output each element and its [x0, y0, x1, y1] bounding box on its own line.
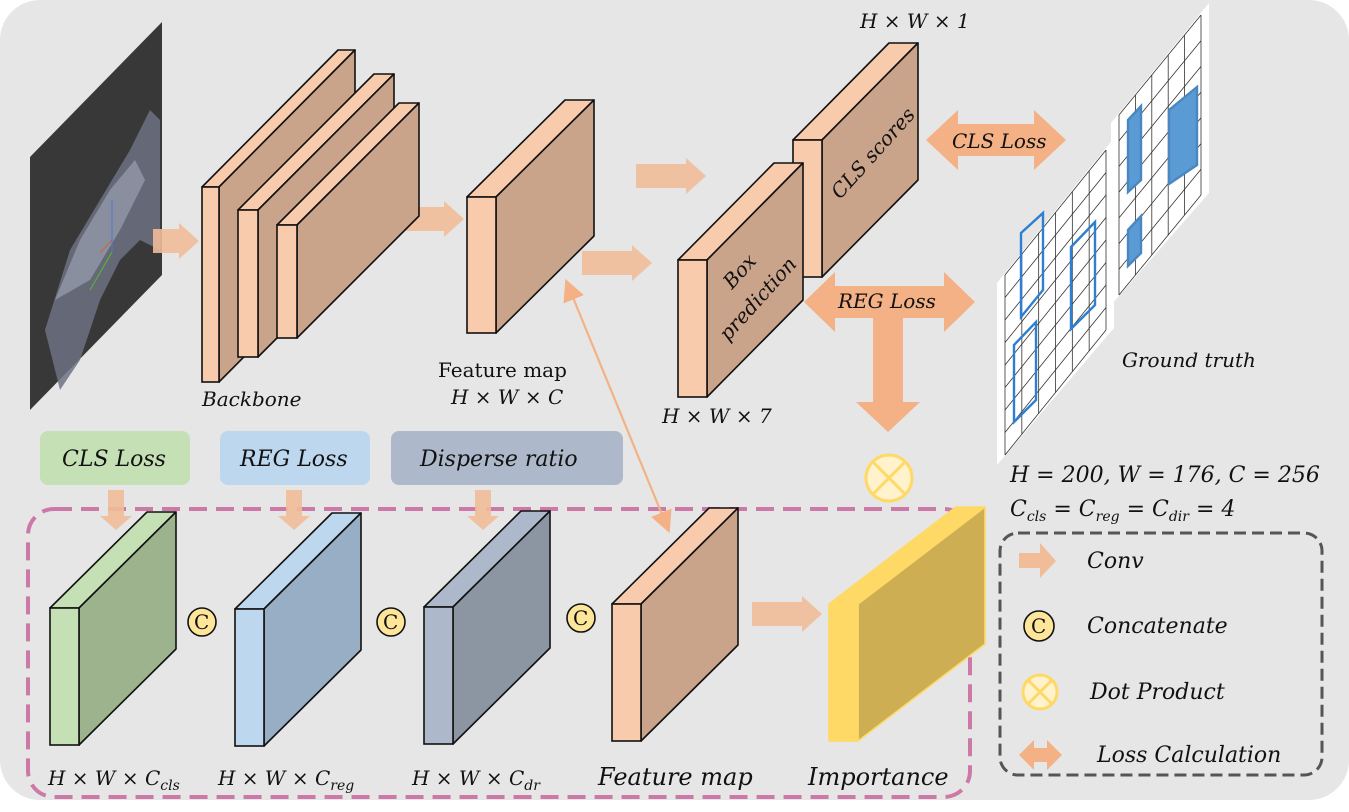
reg-loss-arrow: REG Loss: [804, 272, 975, 432]
dr-block-dims: H × W × Cdr: [411, 766, 541, 794]
bottom-feature-map-label: Feature map: [597, 763, 753, 791]
feature-map-block: [466, 99, 595, 334]
dot-product-icon: [864, 453, 914, 503]
disperse-ratio-input-label: Disperse ratio: [419, 447, 578, 472]
loss-calculation-icon: [1019, 740, 1062, 770]
conv-arrow-to-box: [582, 245, 652, 281]
ground-truth-box: [1126, 212, 1143, 269]
importance-module-border: [26, 507, 972, 799]
legend-dot-product-label: Dot Product: [1089, 680, 1225, 705]
point-cloud-image: [30, 22, 162, 410]
ground-truth-box: [1167, 84, 1199, 187]
feature-map-label: Feature map: [438, 358, 567, 382]
svg-text:C: C: [194, 610, 209, 634]
reg-loss-label: REG Loss: [837, 289, 936, 313]
conv-arrow-reg-input: [278, 490, 310, 530]
dot-product-legend-icon: [1021, 673, 1059, 711]
reg-loss-input-label: REG Loss: [239, 447, 348, 472]
reg-block-dims: H × W × Creg: [217, 766, 354, 794]
ground-truth-label: Ground truth: [1122, 348, 1256, 372]
legend-item-dot-product: Dot Product: [1021, 673, 1225, 711]
bottom-feature-map-block: [611, 507, 739, 742]
cls-feature-block: [49, 511, 177, 746]
legend-box: [998, 531, 1324, 777]
cls-block-dims: H × W × Ccls: [47, 766, 180, 794]
cls-loss-arrow: CLS Loss: [926, 110, 1066, 170]
backbone-label: Backbone: [201, 387, 302, 411]
svg-text:C: C: [1031, 614, 1046, 638]
cls-loss-label: CLS Loss: [952, 129, 1047, 153]
box-prediction-block: [677, 162, 804, 398]
prediction-grid: [997, 138, 1114, 465]
cls-loss-input-box: CLS Loss: [40, 431, 190, 485]
ground-truth-grid: [1111, 3, 1209, 305]
cls-loss-input-label: CLS Loss: [62, 447, 166, 472]
cls-scores-dims: H × W × 1: [859, 9, 970, 33]
concatenate-icon: C: [376, 607, 406, 637]
conv-arrow-dr-input: [467, 490, 499, 530]
conv-arrow-input: [153, 223, 199, 259]
concatenate-icon: C: [187, 607, 217, 637]
legend-concatenate-label: Concatenate: [1087, 614, 1228, 639]
conv-arrow-to-importance: [752, 596, 822, 632]
feature-map-dims: H × W × C: [450, 385, 563, 409]
backbone-layer-3: [276, 102, 420, 339]
conv-arrow-cls-input: [100, 490, 132, 530]
conv-arrow-to-cls: [636, 158, 706, 194]
predicted-box: [1069, 219, 1097, 332]
legend-item-conv: Conv: [1019, 543, 1144, 578]
importance-label: Importance: [807, 763, 949, 791]
legend-item-loss-calculation: Loss Calculation: [1019, 740, 1281, 770]
cls-scores-block: [792, 42, 919, 278]
params-line2: Ccls = Creg = Cdir = 4: [1010, 497, 1235, 525]
disperse-ratio-input-box: Disperse ratio: [391, 431, 623, 485]
importance-block: [828, 506, 986, 742]
legend-loss-calculation-label: Loss Calculation: [1096, 743, 1281, 768]
concatenate-icon: C: [1023, 610, 1055, 642]
reg-feature-block: [234, 512, 362, 747]
box-prediction-dims: H × W × 7: [661, 404, 772, 428]
legend-item-concatenate: C Concatenate: [1023, 610, 1228, 642]
reg-loss-input-box: REG Loss: [220, 431, 370, 485]
svg-text:C: C: [383, 610, 398, 634]
concatenate-icon: C: [566, 603, 596, 633]
conv-arrow-icon: [1019, 543, 1056, 578]
predicted-box: [1012, 319, 1038, 425]
feature-map-link-arrow: [563, 278, 672, 534]
legend-conv-label: Conv: [1087, 549, 1144, 574]
params-line1: H = 200, W = 176, C = 256: [1009, 463, 1320, 488]
ground-truth-box: [1126, 102, 1143, 195]
svg-text:C: C: [573, 606, 588, 630]
dr-feature-block: [423, 510, 551, 745]
predicted-box: [1019, 210, 1045, 321]
